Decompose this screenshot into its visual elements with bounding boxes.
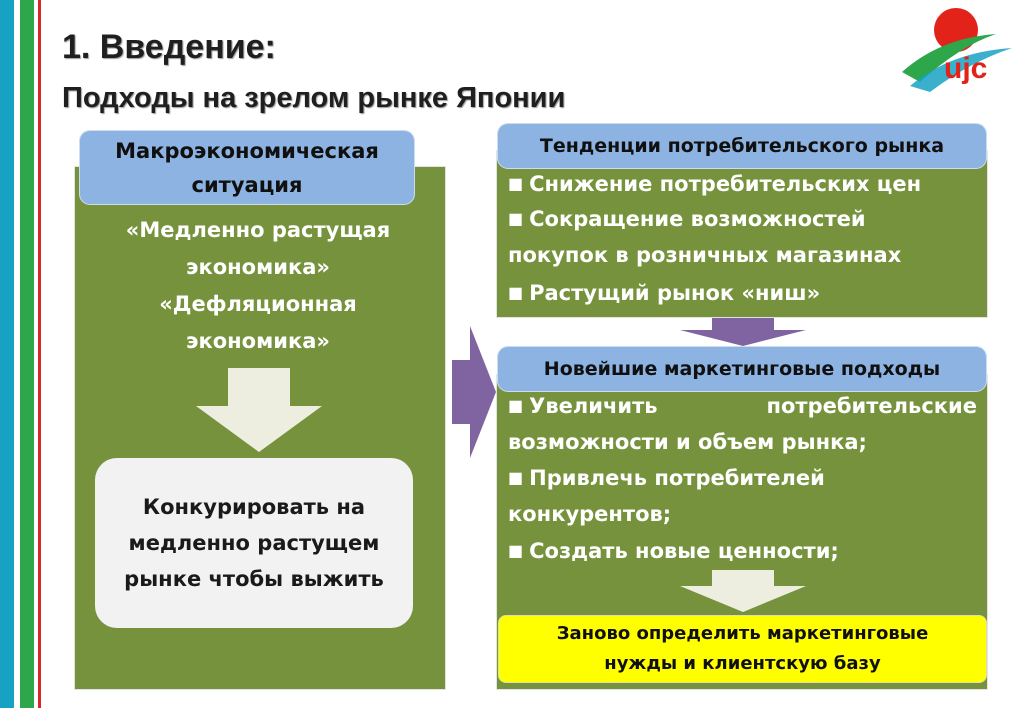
ujc-logo: ujc	[902, 8, 1012, 92]
top-bullet-3-text: Растущий рынок «ниш»	[529, 281, 821, 305]
top-bullet-2-cont: покупок в розничных магазинах	[508, 243, 902, 267]
logo-blue-swoosh	[910, 48, 1012, 92]
result-line-1: Конкурировать на	[142, 495, 366, 519]
mid-bullet-3-text: Создать новые ценности;	[529, 539, 839, 563]
top-panel-header: Тенденции потребительского рынка	[498, 124, 986, 168]
bullet-square: ■	[508, 396, 524, 415]
mid-bullet-3: ■ Создать новые ценности;	[508, 539, 839, 563]
mid-panel-header: Новейшие маркетинговые подходы	[498, 347, 986, 391]
left-stripe-white	[14, 0, 20, 708]
down-arrow-purple	[680, 318, 806, 346]
mid-bullet-1-word-2: потребительские	[766, 394, 978, 418]
bullet-square: ■	[508, 209, 524, 228]
mid-bullet-1-text: Увеличить	[529, 394, 658, 418]
left-panel-text: «Медленно растущая экономика» «Дефляцион…	[96, 212, 420, 360]
result-line-2: медленно растущем	[128, 531, 380, 555]
bullet-square: ■	[508, 174, 524, 193]
left-line-3: «Дефляционная	[159, 292, 357, 316]
mid-bullet-2-text: Привлечь потребителей	[529, 466, 825, 490]
result-line-3: рынке чтобы выжить	[124, 567, 384, 591]
top-bullet-1: ■ Снижение потребительских цен	[508, 172, 921, 196]
logo-green-swoosh	[902, 34, 996, 82]
left-stripe-blue	[0, 0, 14, 708]
mid-bullet-2-cont: конкурентов;	[508, 502, 672, 526]
bullet-square: ■	[508, 283, 524, 302]
right-arrow-purple	[452, 326, 496, 458]
mid-bullet-1-word-1: ■ Увеличить	[508, 394, 658, 418]
left-line-1: «Медленно растущая	[125, 218, 391, 242]
left-panel-header: Макроэкономическая ситуация	[80, 131, 414, 204]
bullet-square: ■	[508, 541, 524, 560]
down-arrow-light	[680, 570, 806, 612]
top-right-panel	[496, 150, 988, 318]
bullet-square: ■	[508, 468, 524, 487]
conclusion-line-2: нужды и клиентскую базу	[604, 653, 881, 674]
slide-subtitle: Подходы на зрелом рынке Японии	[62, 82, 566, 114]
left-stripe-red	[38, 0, 41, 708]
top-bullet-1-text: Снижение потребительских цен	[529, 172, 922, 196]
left-header-line-1: Макроэкономическая	[115, 139, 379, 163]
mid-bullet-1-cont: возможности и объем рынка;	[508, 430, 867, 454]
left-line-4: экономика»	[186, 329, 330, 353]
left-result-box: Конкурировать на медленно растущем рынке…	[95, 458, 413, 628]
top-bullet-3: ■ Растущий рынок «ниш»	[508, 281, 820, 305]
conclusion-line-1: Заново определить маркетинговые	[556, 623, 929, 644]
left-header-line-2: ситуация	[191, 173, 303, 197]
left-stripe-green	[20, 0, 34, 708]
logo-text: ujc	[944, 52, 987, 85]
mid-bullet-2: ■ Привлечь потребителей	[508, 466, 825, 490]
top-bullet-2: ■ Сокращение возможностей	[508, 207, 866, 231]
top-bullet-2-text: Сокращение возможностей	[529, 207, 866, 231]
left-line-2: экономика»	[186, 255, 330, 279]
slide-title: 1. Введение:	[62, 28, 276, 66]
conclusion-box: Заново определить маркетинговые нужды и …	[498, 615, 987, 683]
down-arrow-left	[196, 368, 322, 452]
